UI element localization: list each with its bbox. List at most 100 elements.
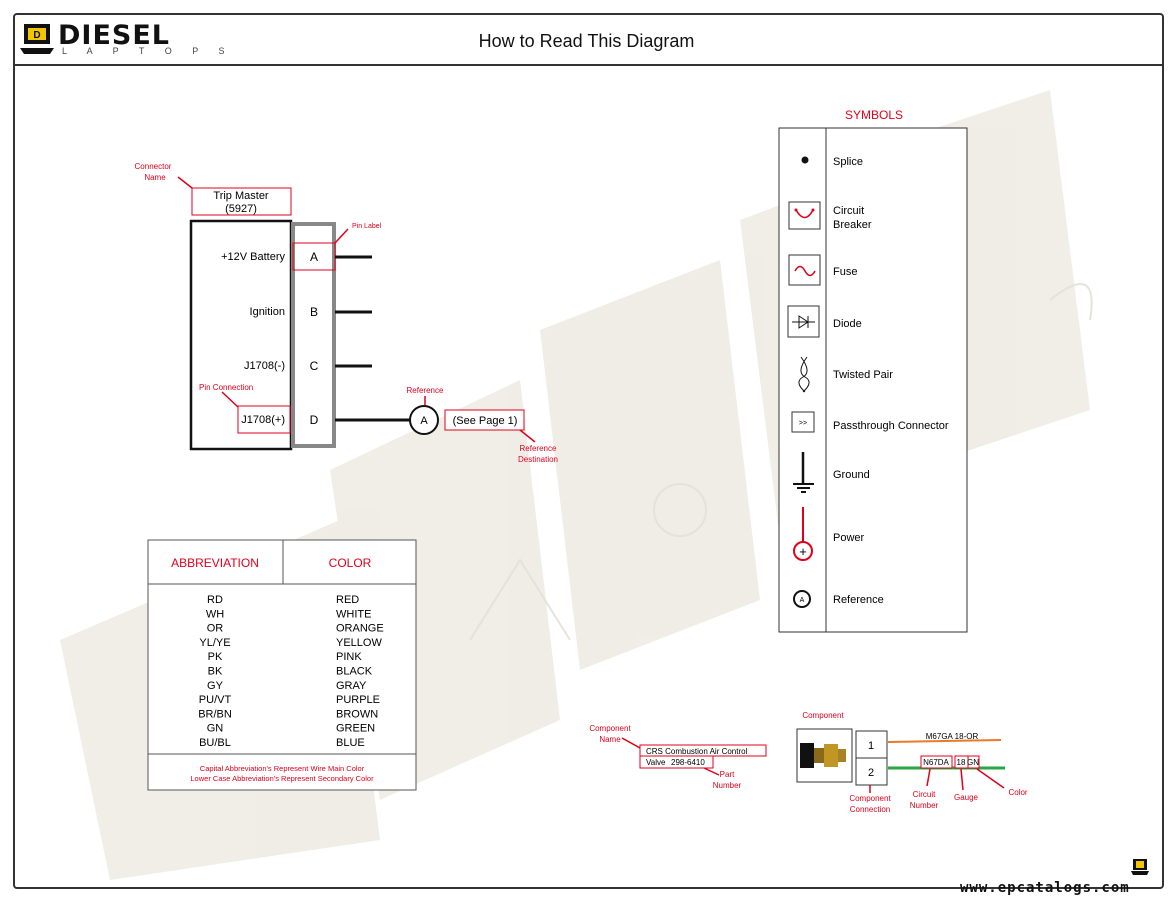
header-color: COLOR	[329, 556, 372, 570]
connector-pin-housing	[291, 222, 336, 448]
callout-connector-name: Connector	[135, 162, 172, 171]
callout-gauge: Gauge	[954, 793, 979, 802]
reference-destination-box	[444, 409, 525, 431]
wire-1-label: M67GA 18-OR	[926, 732, 979, 741]
table-note-1: Capital Abbreviation's Represent Wire Ma…	[200, 764, 365, 773]
abbreviation-cell: RD	[207, 594, 223, 606]
callout-part-number-2: Number	[713, 781, 742, 790]
callout-pin-label: Pin Label	[352, 223, 382, 230]
circuit-number: N67DA	[923, 758, 949, 767]
callout-color: Color	[1008, 788, 1027, 797]
symbol-label-passthrough: Passthrough Connector	[833, 420, 949, 432]
abbreviation-cell: OR	[207, 623, 224, 635]
ground-icon	[793, 452, 814, 493]
symbol-label-splice: Splice	[833, 156, 863, 168]
color-cell: BROWN	[336, 708, 378, 720]
abbreviation-cell: PK	[208, 651, 223, 663]
reference-destination: (See Page 1)	[453, 415, 518, 427]
valve-icon	[800, 743, 846, 768]
connector-name-box	[191, 187, 292, 216]
footer-url: www.epcatalogs.com	[960, 880, 1130, 896]
color-code-box	[967, 755, 980, 769]
callout-arrow	[703, 767, 720, 776]
color-cell: YELLOW	[336, 637, 382, 649]
callout-arrow	[621, 737, 641, 749]
color-cell: GREEN	[336, 723, 375, 735]
abbreviation-cell: WH	[206, 608, 224, 620]
symbols-title: SYMBOLS	[845, 108, 903, 122]
abbreviation-cell: GY	[207, 680, 224, 692]
pin-connection-highlight	[237, 405, 291, 434]
symbol-label-twisted-pair: Twisted Pair	[833, 369, 893, 381]
color-cell: GRAY	[336, 680, 367, 692]
page-title: How to Read This Diagram	[478, 31, 695, 51]
power-glyph: +	[799, 544, 807, 559]
reference-glyph: A	[800, 597, 805, 604]
symbol-label-circuit-breaker: Circuit	[833, 205, 864, 217]
symbol-label-power: Power	[833, 532, 865, 544]
callout-connector-name-2: Name	[144, 173, 166, 182]
laptop-logo-icon: D	[20, 24, 54, 54]
color-cell: PURPLE	[336, 694, 380, 706]
component-name: CRS Combustion Air Control	[646, 747, 748, 756]
callout-component-connection: Component	[849, 794, 891, 803]
color-cell: BLUE	[336, 737, 365, 749]
title-divider	[13, 64, 1164, 66]
part-number: 298-6410	[671, 758, 705, 767]
svg-text:D: D	[33, 30, 40, 41]
color-cell: RED	[336, 594, 359, 606]
reference-circle	[409, 405, 439, 435]
pin-letter-b: B	[310, 305, 318, 319]
color-cell: ORANGE	[336, 623, 384, 635]
pin-label-b: Ignition	[250, 306, 285, 318]
symbol-label-reference: Reference	[833, 594, 884, 606]
passthrough-glyph: >>	[799, 420, 807, 427]
pin-label-a: +12V Battery	[221, 251, 285, 263]
color-cell: BLACK	[336, 666, 373, 678]
twisted-pair-icon	[798, 356, 810, 393]
abbreviation-table-frame	[147, 539, 417, 791]
symbol-label-ground: Ground	[833, 469, 870, 481]
color-code: GN	[967, 758, 979, 767]
footer-logo-icon	[1131, 858, 1149, 881]
callout-component-connection-2: Connection	[850, 805, 890, 814]
callout-pin-connection: Pin Connection	[199, 383, 253, 392]
component-name-2: Valve	[646, 758, 666, 767]
pin-number-1: 1	[868, 740, 874, 752]
fuse-icon	[788, 254, 821, 286]
connector-body	[189, 219, 293, 451]
callout-component: Component	[802, 711, 844, 720]
table-note-2: Lower Case Abbreviation's Represent Seco…	[190, 774, 374, 783]
pin-letter-d: D	[310, 413, 319, 427]
callout-arrow	[976, 768, 1005, 789]
pin-label-c: J1708(-)	[244, 360, 285, 372]
component-pin-1	[855, 730, 888, 759]
power-icon: +	[793, 507, 813, 561]
passthrough-connector-icon	[791, 411, 815, 433]
component-example: Component Name CRS Combustion Air Contro…	[589, 711, 1028, 814]
callout-component-name: Component	[589, 724, 631, 733]
color-cell: WHITE	[336, 608, 371, 620]
callout-arrow	[926, 768, 931, 787]
callout-reference-destination-2: Destination	[518, 455, 558, 464]
part-number-box	[639, 755, 714, 769]
abbreviation-cell: BR/BN	[198, 708, 232, 720]
brand-logo: D DIESEL L A P T O P S	[20, 20, 225, 61]
callout-arrow	[519, 429, 536, 443]
callout-circuit-number-2: Number	[910, 801, 939, 810]
circuit-number-box	[920, 755, 953, 769]
callout-arrow	[221, 391, 239, 408]
pin-label-d: J1708(+)	[241, 414, 285, 426]
reference-icon	[793, 590, 811, 608]
abbreviation-cell: YL/YE	[199, 637, 230, 649]
gauge-value: 18	[957, 758, 966, 767]
circuit-breaker-icon	[788, 201, 821, 230]
callout-arrow	[177, 176, 193, 189]
pin-number-2: 2	[868, 767, 874, 779]
splice-icon	[801, 156, 809, 164]
callout-component-name-2: Name	[599, 735, 621, 744]
connector-name: Trip Master	[213, 190, 269, 202]
pin-letter-c: C	[310, 359, 319, 373]
abbreviation-cell: BK	[208, 666, 223, 678]
